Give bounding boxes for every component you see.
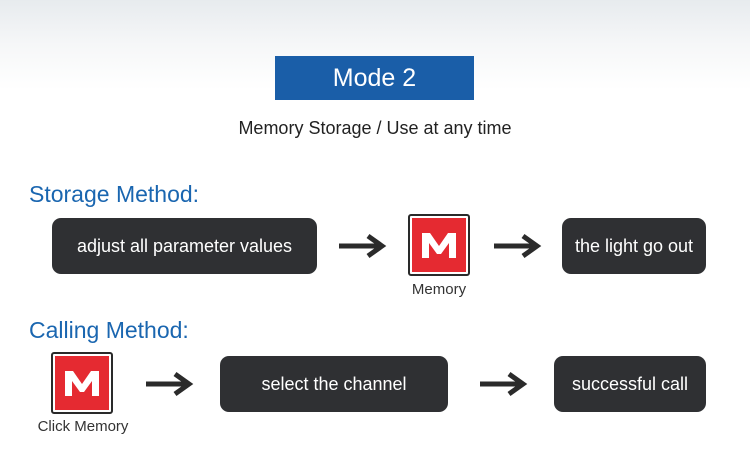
memory-m-icon[interactable] xyxy=(408,214,470,276)
subtitle: Memory Storage / Use at any time xyxy=(238,118,512,138)
storage-step-adjust-parameters: adjust all parameter values xyxy=(52,218,317,274)
storage-step-adjust-parameters-label: adjust all parameter values xyxy=(76,235,293,256)
arrow-right-icon xyxy=(144,371,194,397)
storage-step-light-out-label: the light go out xyxy=(574,235,694,256)
calling-step-select-channel: select the channel xyxy=(220,356,448,412)
memory-m-icon[interactable] xyxy=(51,352,113,414)
m-letter-icon xyxy=(422,233,456,258)
memory-caption: Memory xyxy=(411,281,467,298)
calling-step-successful-call-label: successful call xyxy=(571,373,689,394)
storage-method-heading: Storage Method: xyxy=(29,181,200,207)
storage-step-light-out: the light go out xyxy=(562,218,706,274)
calling-method-heading: Calling Method: xyxy=(29,317,189,343)
mode-banner-label: Mode 2 xyxy=(332,63,417,92)
arrow-right-icon xyxy=(337,233,387,259)
calling-step-successful-call: successful call xyxy=(554,356,706,412)
calling-step-select-channel-label: select the channel xyxy=(261,373,407,394)
arrow-right-icon xyxy=(492,233,542,259)
arrow-right-icon xyxy=(478,371,528,397)
mode-banner: Mode 2 xyxy=(275,56,474,100)
m-letter-icon xyxy=(65,371,99,396)
click-memory-caption: Click Memory xyxy=(37,418,129,435)
